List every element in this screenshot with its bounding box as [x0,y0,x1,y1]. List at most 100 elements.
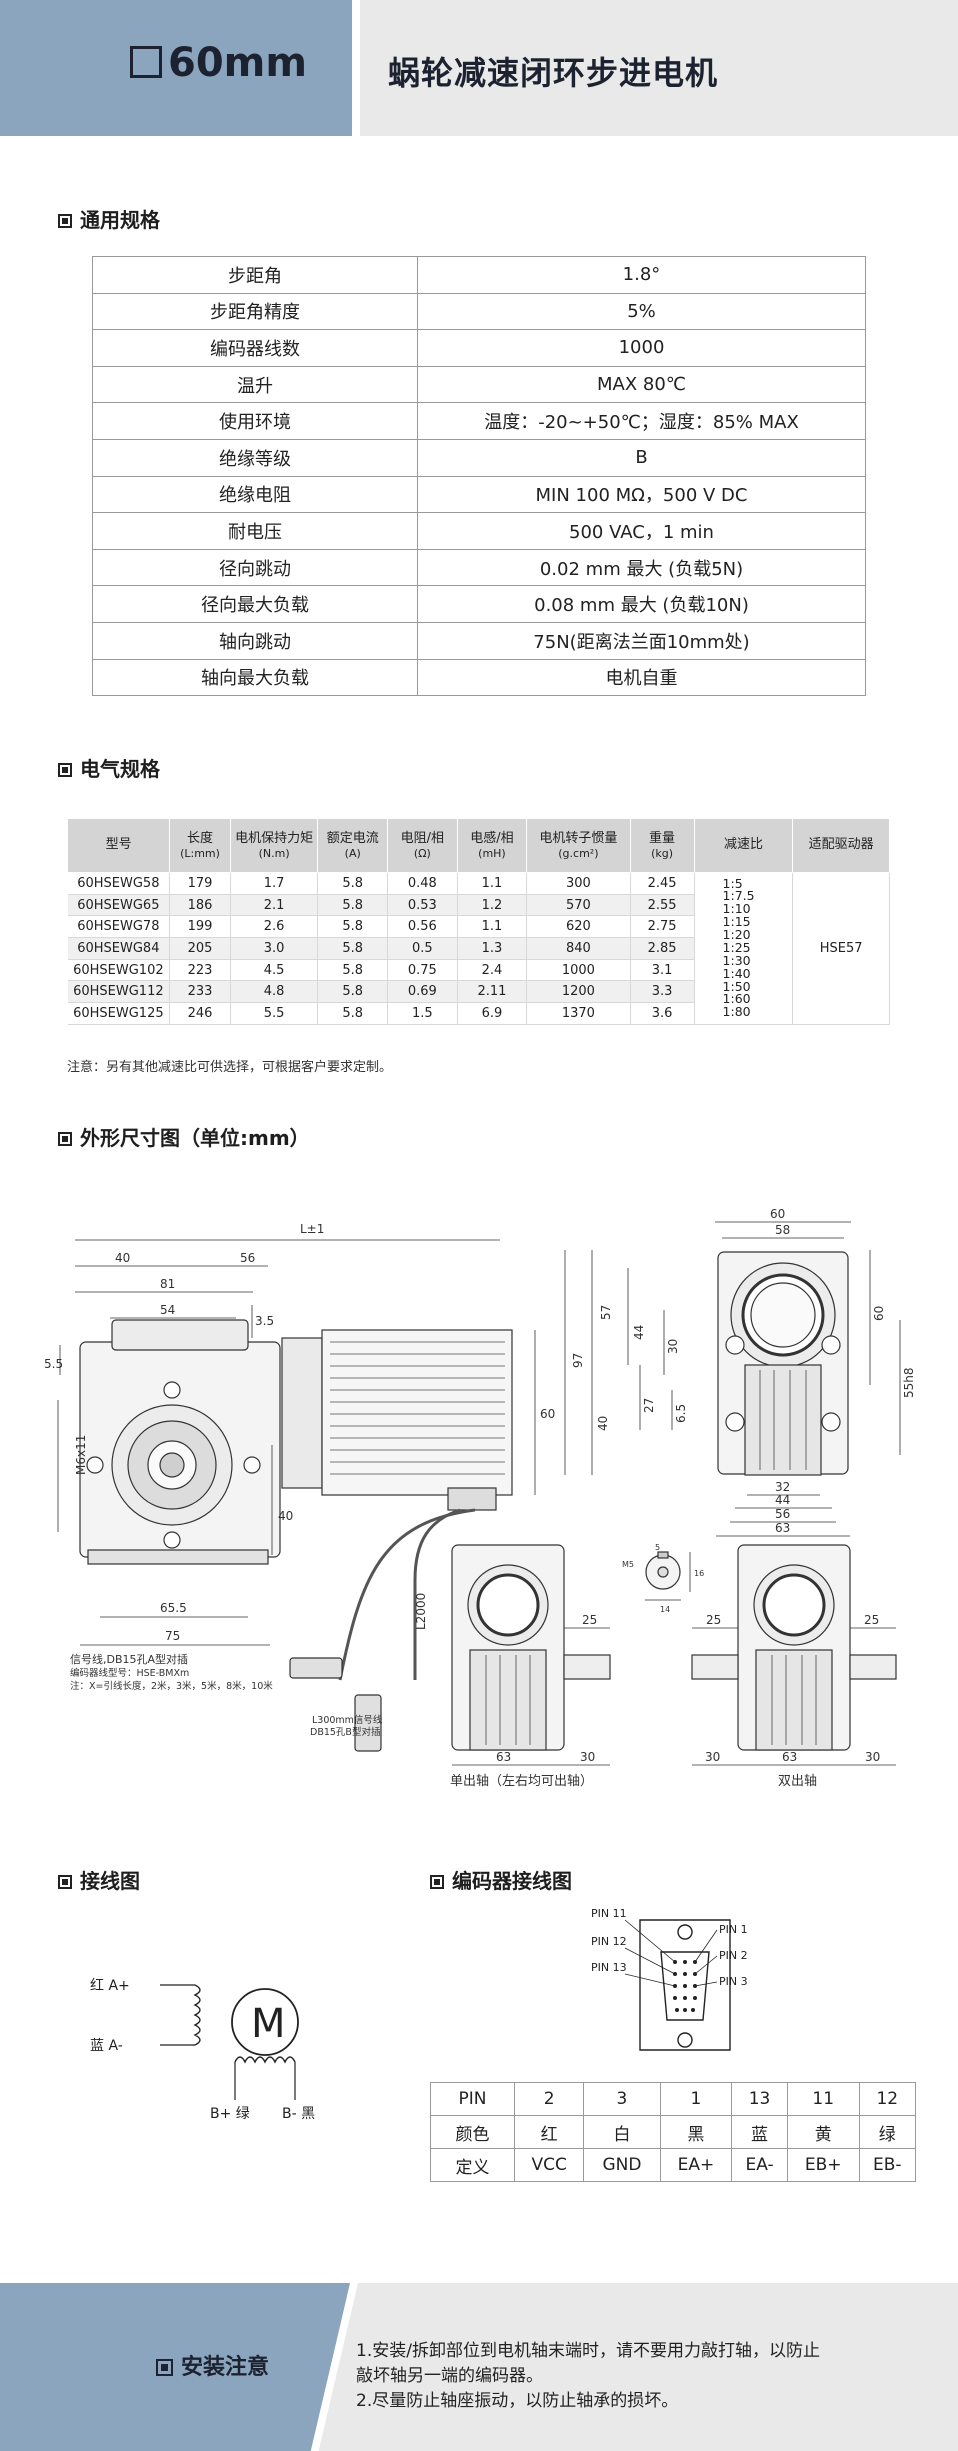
pin-row: 颜色红白黑蓝黄绿 [430,2115,917,2149]
pin-cell: 黄 [786,2115,860,2149]
dim-r97: 97 [571,1353,585,1368]
section-title-encoder: 编码器接线图 [430,1865,572,1894]
spec-row: 使用环境温度：-20~+50℃；湿度：85% MAX [92,402,866,440]
signal-note-1: 信号线,DB15孔A型对插 [70,1652,188,1666]
table-cell: 5.8 [317,894,389,917]
reduction-ratio: 1:10 [722,901,751,917]
table-cell: 1200 [526,980,631,1004]
pin-cell: 1 [659,2082,733,2116]
shaft-key-detail [645,1551,681,1590]
column-header: 适配驱动器 [792,818,890,873]
pin-1-label: PIN 1 [719,1923,748,1936]
dim-r6-5: 6.5 [674,1404,688,1423]
section-title-electrical: 电气规格 [58,753,160,782]
dim-r44-bottom: 44 [775,1493,790,1507]
dim-double-25-right: 25 [864,1613,879,1627]
column-header-unit: (kg) [651,846,674,860]
table-cell: 5.8 [317,872,389,895]
electrical-spec-table: 型号长度(L:mm)电机保持力矩(N.m)额定电流(A)电阻/相(Ω)电感/相(… [66,818,890,1025]
section-bullet-icon [156,2359,173,2376]
table-cell: 1.1 [457,872,528,895]
table-cell: 0.48 [387,872,458,895]
pin-cell: 3 [583,2082,661,2116]
table-cell: 1.2 [457,894,528,917]
pin-cell: GND [583,2148,661,2182]
dim-l: L±1 [300,1222,324,1236]
table-cell: 179 [169,872,231,895]
table-cell: 60HSEWG65 [67,894,171,917]
page-header: 60mm 蜗轮减速闭环步进电机 [0,0,958,136]
pin-11-label: PIN 11 [591,1907,627,1920]
reduction-ratio: 1:60 [722,991,751,1007]
l300-note-1: L300mm信号线 [312,1714,383,1726]
spec-key: 步距角精度 [92,292,418,331]
spec-key: 编码器线数 [92,329,418,367]
dim-r57: 57 [599,1305,613,1320]
section-title-general-text: 通用规格 [80,208,160,232]
table-cell: 1.1 [457,915,528,939]
signal-note-3: 注：X=引线长度，2米，3米，5米，8米，10米 [70,1680,273,1692]
dim-double-30-left: 30 [705,1750,720,1764]
spec-value: 电机自重 [417,658,866,697]
table-cell: 4.8 [230,980,319,1004]
reduction-ratio: 1:25 [722,939,751,955]
footer-title: 安装注意 [156,2349,269,2381]
column-header-title: 电阻/相 [400,830,445,846]
table-cell: 60HSEWG58 [67,872,171,895]
footer-accent-panel [0,2283,350,2451]
dim-54: 54 [160,1303,175,1317]
dim-r60-vertical: 60 [872,1306,886,1321]
dim-5-5: 5.5 [44,1357,63,1371]
spec-key: 步距角 [92,256,418,294]
section-title-wiring: 接线图 [58,1865,140,1894]
section-bullet-icon [58,214,72,228]
single-shaft-label: 单出轴（左右均可出轴） [450,1774,593,1789]
column-header: 型号 [66,818,171,873]
install-note-2: 2.尽量防止轴座振动，以防止轴承的损坏。 [356,2391,679,2411]
table-cell: 0.69 [387,980,458,1004]
spec-key: 径向跳动 [92,548,418,587]
table-cell: 2.11 [457,980,528,1004]
spec-key: 绝缘电阻 [92,475,418,514]
section-title-dimensions: 外形尺寸图（单位:mm） [58,1122,310,1151]
pin-12-label: PIN 12 [591,1935,627,1948]
column-header-title: 电感/相 [470,830,514,846]
dim-r58: 58 [775,1223,790,1237]
spec-value: 5% [417,292,866,331]
spec-value: MIN 100 MΩ，500 V DC [417,475,866,514]
table-cell: 60HSEWG125 [67,1002,171,1025]
column-header-title: 减速比 [723,837,763,853]
spec-value: B [417,438,866,477]
column-header: 重量(kg) [629,818,695,873]
wire-b-plus-label: B+ 绿 [210,2106,250,2122]
pin-cell: EB- [858,2148,917,2182]
front-view-gearbox [717,1251,849,1476]
pin-cell: 13 [731,2082,788,2116]
pin-cell: VCC [513,2148,585,2182]
pin-row-header: PIN [430,2082,515,2116]
section-title-electrical-text: 电气规格 [80,757,160,781]
double-shaft-label: 双出轴 [778,1774,817,1789]
table-cell: 60HSEWG78 [67,915,171,939]
spec-value: 温度：-20~+50℃；湿度：85% MAX [417,402,866,440]
table-cell: 223 [169,959,231,982]
dim-key-16: 16 [694,1569,704,1578]
table-cell: 0.53 [387,894,458,917]
dim-65-5: 65.5 [160,1601,187,1615]
table-cell: 5.8 [317,980,389,1004]
table-cell: 205 [169,937,231,960]
installation-notes: 1.安装/拆卸部位到电机轴末端时，请不要用力敲打轴，以防止 敲坏轴另一端的编码器… [356,2339,820,2414]
table-cell: 1.3 [457,937,528,960]
table-cell: 5.8 [317,915,389,939]
footer-title-text: 安装注意 [181,2355,270,2380]
table-cell: 5.8 [317,937,389,960]
